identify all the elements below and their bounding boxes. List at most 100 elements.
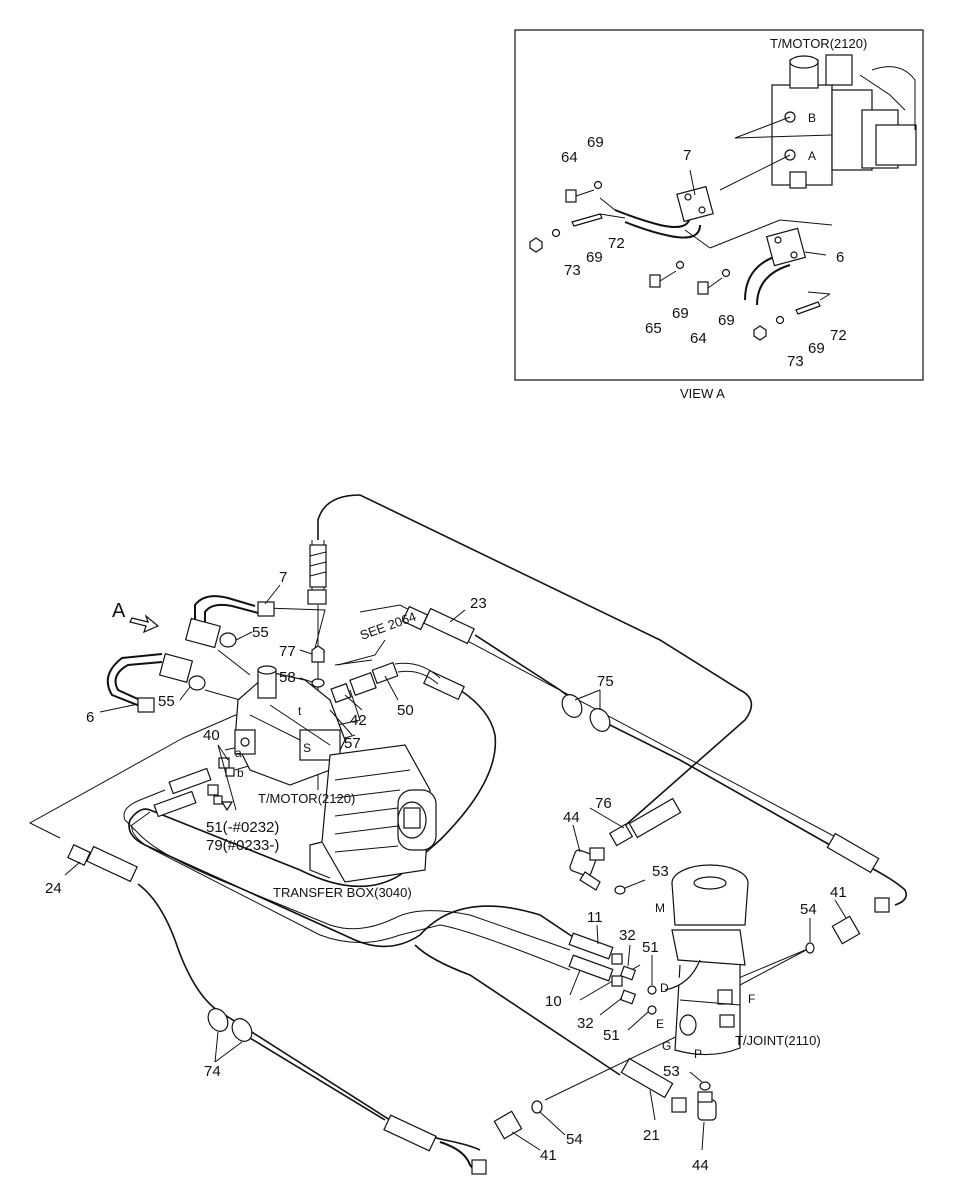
callout-leaders: [64, 584, 847, 1151]
port-a: a: [235, 746, 242, 760]
hose-10-11-route: [123, 767, 571, 971]
callout-44a: 44: [563, 809, 580, 826]
view-a-inset: VIEW A T/MOTOR(2120) B A: [514, 29, 924, 401]
fittings-32-51: [619, 965, 657, 1015]
clamp-74b: [231, 1018, 253, 1042]
transfer-box-label: TRANSFER BOX(3040): [273, 885, 412, 900]
callout-54a: 54: [800, 901, 817, 918]
hose-21: [620, 1057, 687, 1113]
port-m: M: [655, 901, 665, 915]
callout-32a: 32: [619, 927, 636, 944]
callout-55b: 55: [158, 693, 175, 710]
note-79: 79(#0233-): [206, 837, 279, 854]
bottom-fittings: [493, 1100, 543, 1140]
callout-74: 74: [204, 1063, 221, 1080]
bottom-hose-end: [383, 1114, 487, 1175]
clamp-74a: [207, 1008, 229, 1032]
callout-41a: 41: [830, 884, 847, 901]
hose-24-fittings: [67, 844, 138, 883]
view-a-title: VIEW A: [680, 386, 725, 401]
port-f: F: [748, 992, 755, 1006]
elbow-44b: [697, 1081, 717, 1121]
callout-23: 23: [470, 595, 487, 612]
top-vertical-hose: [307, 540, 331, 790]
o-ring-55a: [219, 632, 237, 648]
callout-76: 76: [595, 795, 612, 812]
port-d: D: [660, 981, 669, 995]
callout-7: 7: [279, 569, 287, 586]
port-e: E: [656, 1017, 664, 1031]
view-a-port-a: A: [808, 149, 816, 163]
view-a-callout-69d: 69: [718, 312, 735, 329]
view-arrow: [129, 614, 160, 634]
hoses-10-11: [568, 932, 623, 987]
view-a-motor-label: T/MOTOR(2120): [770, 36, 867, 51]
view-a-callout-72b: 72: [830, 327, 847, 344]
main-pipe-7: [184, 595, 275, 649]
fitting-cluster-40: [207, 744, 237, 812]
view-a-fasteners: [529, 180, 821, 341]
view-a-port-b: B: [808, 111, 816, 125]
view-a-callout-65: 65: [645, 320, 662, 337]
view-a-pipe-6: [744, 227, 807, 306]
port-t: t: [298, 704, 302, 718]
callout-50: 50: [397, 702, 414, 719]
port-b: b: [237, 766, 244, 780]
fitting-42-50: [330, 661, 465, 704]
view-a-leaders: [599, 116, 833, 301]
callout-10: 10: [545, 993, 562, 1010]
o-ring-55b: [188, 675, 206, 691]
callout-53b: 53: [663, 1063, 680, 1080]
view-a-callout-6: 6: [836, 249, 844, 266]
assembly-outlines: [28, 604, 861, 1001]
view-a-callout-73a: 73: [564, 262, 581, 279]
main-diagram: A: [28, 494, 908, 1175]
view-a-callout-64b: 64: [690, 330, 707, 347]
view-a-callout-69b: 69: [586, 249, 603, 266]
callout-53a: 53: [652, 863, 669, 880]
port-s: S: [303, 741, 311, 755]
callout-58: 58: [279, 669, 296, 686]
callout-75: 75: [597, 673, 614, 690]
view-a-callout-64a: 64: [561, 149, 578, 166]
motor-label: T/MOTOR(2120): [258, 791, 355, 806]
transfer-box-body: [309, 744, 437, 883]
callout-40: 40: [203, 727, 220, 744]
view-a-callout-73b: 73: [787, 353, 804, 370]
hose-76-fittings: [608, 797, 682, 847]
callout-51b: 51: [603, 1027, 620, 1044]
right-fittings: [805, 832, 890, 954]
view-a-frame: [514, 29, 924, 381]
view-a-callout-7: 7: [683, 147, 691, 164]
port-p: P: [694, 1047, 702, 1061]
callout-42: 42: [350, 712, 367, 729]
swivel-joint-body: [664, 864, 749, 1056]
view-a-motor-body: [771, 54, 917, 189]
callout-6: 6: [86, 709, 94, 726]
main-pipe-6: [106, 653, 194, 713]
note-51: 51(-#0232): [206, 819, 279, 836]
view-a-pipe-7: [614, 185, 714, 239]
tjoint-label: T/JOINT(2110): [735, 1033, 821, 1048]
see-2064-label: SEE 2064: [358, 609, 418, 643]
callout-41b: 41: [540, 1147, 557, 1164]
view-a-callout-69a: 69: [587, 134, 604, 151]
callout-77: 77: [279, 643, 296, 660]
view-a-callout-69c: 69: [672, 305, 689, 322]
callout-51a: 51: [642, 939, 659, 956]
callout-11: 11: [587, 909, 603, 926]
hose-23-fittings: [401, 605, 475, 645]
view-arrow-label: A: [112, 600, 126, 622]
callout-24: 24: [45, 880, 62, 897]
port-g: G: [662, 1039, 671, 1053]
clamp-75b: [589, 708, 611, 732]
callout-21: 21: [643, 1127, 660, 1144]
callout-32b: 32: [577, 1015, 594, 1032]
callout-54b: 54: [566, 1131, 583, 1148]
callout-44b: 44: [692, 1157, 709, 1174]
view-a-callout-69e: 69: [808, 340, 825, 357]
elbow-44a: [569, 847, 605, 891]
callout-57: 57: [344, 735, 361, 752]
o-ring-53a: [614, 885, 626, 895]
